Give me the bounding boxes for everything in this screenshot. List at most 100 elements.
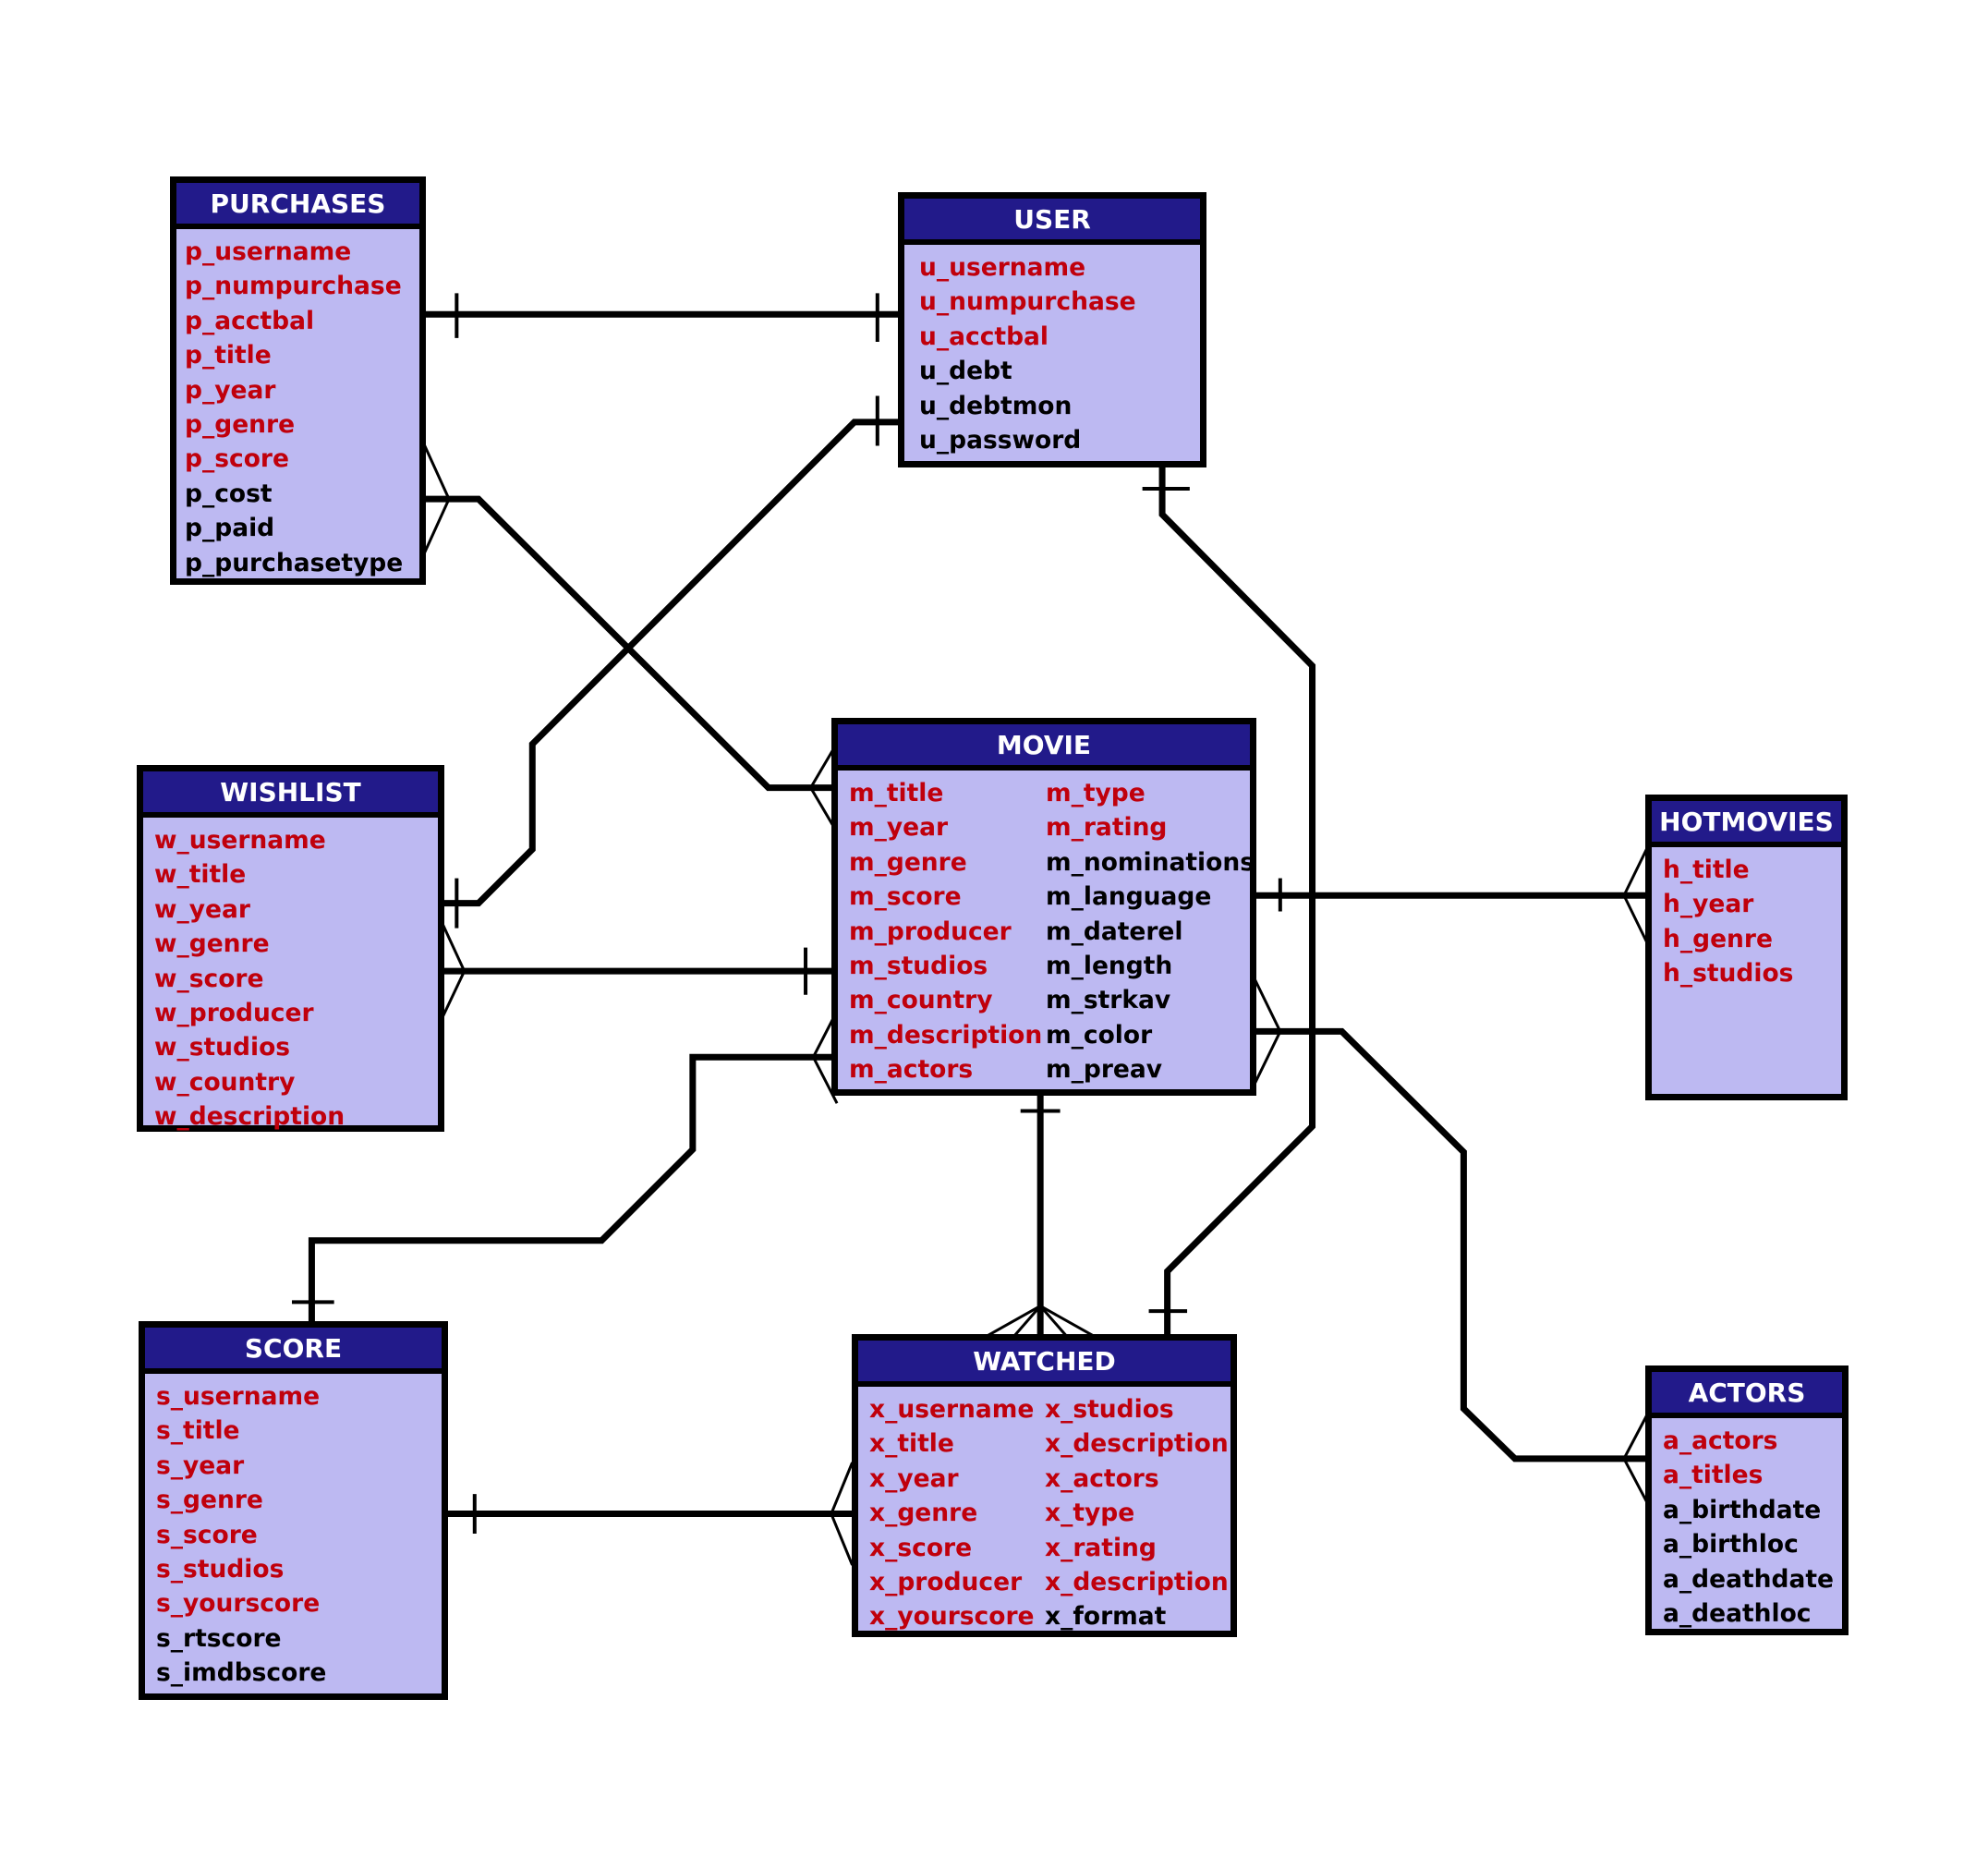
connector-line xyxy=(308,1053,837,1323)
crows-foot-marker xyxy=(829,1511,854,1566)
attribute-a-actors: a_actors xyxy=(1663,1426,1778,1455)
attribute-m-language: m_language xyxy=(1046,882,1212,912)
attribute-x-format: x_format xyxy=(1045,1602,1167,1632)
attribute-m-country: m_country xyxy=(849,986,993,1015)
attribute-p-acctbal: p_acctbal xyxy=(185,306,315,335)
attribute-s-imdbscore: s_imdbscore xyxy=(156,1658,327,1688)
attribute-m-type: m_type xyxy=(1046,779,1146,807)
crows-foot-marker xyxy=(1038,1304,1069,1338)
attribute-w-username: w_username xyxy=(154,826,326,855)
attribute-w-title: w_title xyxy=(154,860,247,890)
attribute-s-rtscore: s_rtscore xyxy=(156,1623,282,1653)
attribute-x-actors: x_actors xyxy=(1045,1463,1159,1493)
entity-title: WATCHED xyxy=(858,1341,1230,1387)
attribute-u-numpurchase: u_numpurchase xyxy=(919,287,1136,317)
attribute-m-genre: m_genre xyxy=(849,847,967,877)
attribute-w-year: w_year xyxy=(154,894,250,924)
attribute-x-score: x_score xyxy=(869,1533,973,1562)
crows-foot-marker xyxy=(421,441,451,502)
attribute-h-title: h_title xyxy=(1663,856,1750,884)
crows-foot-marker xyxy=(439,919,467,974)
entity-title: USER xyxy=(904,199,1200,245)
attribute-w-producer: w_producer xyxy=(154,998,314,1027)
attribute-w-score: w_score xyxy=(154,964,264,993)
crows-foot-marker xyxy=(1012,1304,1043,1338)
attribute-x-yourscore: x_yourscore xyxy=(869,1602,1035,1632)
crows-foot-marker xyxy=(1253,1029,1282,1086)
crows-foot-marker xyxy=(986,1304,1043,1338)
attribute-u-acctbal: u_acctbal xyxy=(919,322,1049,351)
entity-watched: WATCHED x_username x_title x_year x_genre x_… xyxy=(852,1334,1237,1637)
attribute-x-type: x_type xyxy=(1045,1499,1135,1528)
attribute-m-nominations: m_nominations xyxy=(1046,847,1255,877)
attribute-m-rating: m_rating xyxy=(1046,813,1168,843)
attribute-column: h_title h_year h_genre h_studios xyxy=(1663,853,1793,991)
attribute-m-color: m_color xyxy=(1046,1020,1153,1050)
attribute-x-producer: x_producer xyxy=(869,1567,1023,1596)
attribute-a-birthdate: a_birthdate xyxy=(1663,1495,1822,1524)
attribute-p-year: p_year xyxy=(185,375,276,405)
attribute-p-purchasetype: p_purchasetype xyxy=(185,548,404,577)
attribute-m-preav: m_preav xyxy=(1046,1055,1163,1085)
attribute-w-studios: w_studios xyxy=(154,1033,291,1062)
relationship-purchases-user xyxy=(423,293,901,342)
attribute-a-deathloc: a_deathloc xyxy=(1663,1598,1812,1628)
attribute-x-genre: x_genre xyxy=(869,1499,978,1528)
entity-title: PURCHASES xyxy=(176,183,419,229)
attribute-p-genre: p_genre xyxy=(185,409,296,439)
entity-purchases: PURCHASES p_username p_numpurchase p_acctb… xyxy=(170,176,426,585)
attribute-x-title: x_title xyxy=(869,1429,954,1459)
relationship-movie-watched xyxy=(986,1094,1096,1338)
attribute-m-daterel: m_daterel xyxy=(1046,916,1183,946)
attribute-p-numpurchase: p_numpurchase xyxy=(185,272,402,301)
attribute-s-genre: s_genre xyxy=(156,1486,263,1515)
crows-foot-marker xyxy=(421,497,451,558)
attribute-m-actors: m_actors xyxy=(849,1055,974,1085)
crows-foot-marker xyxy=(1253,977,1282,1034)
attribute-p-paid: p_paid xyxy=(185,514,275,543)
attribute-u-debtmon: u_debtmon xyxy=(919,391,1073,420)
connector-line xyxy=(423,495,837,792)
attribute-h-genre: h_genre xyxy=(1663,924,1773,953)
attribute-s-year: s_year xyxy=(156,1450,245,1480)
attribute-x-year: x_year xyxy=(869,1463,959,1493)
crows-foot-marker xyxy=(439,969,467,1022)
attribute-h-year: h_year xyxy=(1663,890,1754,919)
relationship-wishlist-user xyxy=(441,395,901,928)
attribute-u-password: u_password xyxy=(919,425,1082,455)
crows-foot-marker xyxy=(1038,1304,1096,1338)
attribute-a-titles: a_titles xyxy=(1663,1461,1764,1490)
attribute-m-score: m_score xyxy=(849,882,962,912)
attribute-h-studios: h_studios xyxy=(1663,959,1794,989)
attribute-u-debt: u_debt xyxy=(919,357,1012,386)
attribute-p-score: p_score xyxy=(185,444,289,474)
entity-title: ACTORS xyxy=(1652,1372,1842,1418)
entity-title: SCORE xyxy=(145,1328,442,1374)
attribute-p-title: p_title xyxy=(185,341,272,370)
attribute-x-username: x_username xyxy=(869,1395,1035,1424)
entity-title: HOTMOVIES xyxy=(1652,801,1841,847)
attribute-s-username: s_username xyxy=(156,1382,321,1411)
attribute-w-description: w_description xyxy=(154,1102,345,1132)
attribute-m-title: m_title xyxy=(849,779,944,807)
attribute-x-studios: x_studios xyxy=(1045,1395,1174,1424)
attribute-s-title: s_title xyxy=(156,1416,240,1446)
entity-title: WISHLIST xyxy=(143,771,438,818)
attribute-s-score: s_score xyxy=(156,1520,258,1549)
crows-foot-marker xyxy=(829,1462,854,1516)
attribute-m-producer: m_producer xyxy=(849,916,1012,946)
attribute-s-yourscore: s_yourscore xyxy=(156,1589,321,1619)
entity-hotmovies: HOTMOVIES h_title h_year h_genre h_studios xyxy=(1645,795,1848,1100)
attribute-p-username: p_username xyxy=(185,237,352,266)
